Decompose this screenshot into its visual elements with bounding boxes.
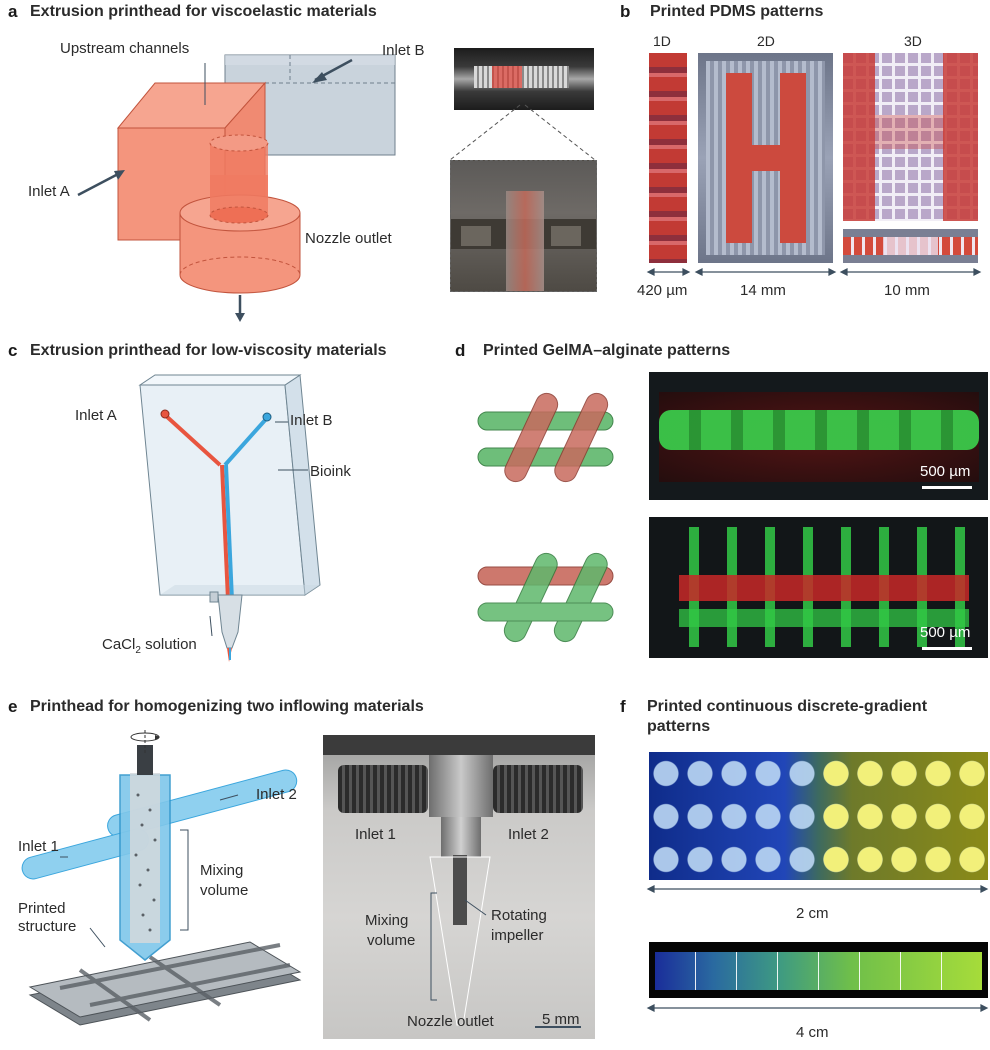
fiber-lattice-diagram-bottom	[477, 552, 614, 643]
scale-14mm: 14 mm	[740, 282, 786, 299]
label-inlet-b-c: Inlet B	[290, 412, 333, 429]
label-printed-diagram: Printed	[18, 900, 66, 917]
pdms-2d-photo	[698, 53, 833, 263]
panel-c-letter: c	[8, 341, 18, 360]
panel-b-title: Printed PDMS patterns	[650, 3, 824, 20]
panel-f-title-line1: Printed continuous discrete-gradient	[647, 698, 928, 715]
panel-a-letter: a	[8, 2, 18, 21]
printhead-photo	[454, 48, 594, 110]
panel-e-mixer-diagram	[21, 730, 302, 1026]
label-volume-diagram: volume	[200, 882, 249, 899]
nozzle-closeup-photo	[450, 160, 597, 292]
panel-a-title: Extrusion printhead for viscoelastic mat…	[30, 3, 377, 20]
gradient-photo-bottom	[649, 942, 988, 998]
label-2d: 2D	[757, 33, 775, 49]
label-inlet-2-diagram: Inlet 2	[256, 786, 297, 803]
label-impeller-photo: impeller	[491, 927, 544, 944]
panel-d-letter: d	[455, 341, 466, 360]
panel-c-title: Extrusion printhead for low-viscosity ma…	[30, 342, 387, 359]
pdms-3d-photo	[843, 53, 978, 221]
gelma-fluorescence-bottom	[649, 517, 988, 658]
label-inlet-1-photo: Inlet 1	[355, 826, 396, 843]
panel-d-title: Printed GelMA–alginate patterns	[483, 342, 731, 359]
solution-text: solution	[140, 636, 197, 653]
scale-bar-top	[922, 486, 972, 489]
label-inlet-2-photo: Inlet 2	[508, 826, 549, 843]
label-volume-photo: volume	[367, 932, 416, 949]
label-mixing-photo: Mixing	[365, 912, 409, 929]
label-3d: 3D	[904, 33, 922, 49]
scale-420um: 420 µm	[637, 282, 688, 299]
panel-e-title: Printhead for homogenizing two inflowing…	[30, 698, 424, 715]
label-1d: 1D	[653, 33, 671, 49]
scale-bar-bottom	[922, 647, 972, 650]
label-mixing-diagram: Mixing	[200, 862, 244, 879]
pdms-1d-photo	[649, 53, 687, 263]
scale-2cm: 2 cm	[796, 905, 829, 922]
mixer-photo	[323, 735, 595, 1039]
gradient-photo-top	[649, 752, 988, 880]
label-inlet-a-c: Inlet A	[75, 407, 117, 424]
panel-f-title-line2: patterns	[647, 718, 711, 735]
panel-f-letter: f	[620, 697, 626, 716]
label-structure-diagram: structure	[18, 918, 77, 935]
cacl2-subscript: 2	[135, 645, 141, 656]
label-cacl2-solution: CaCl2 solution	[102, 636, 197, 656]
panel-a-printhead-diagram	[77, 54, 396, 322]
label-nozzle-outlet-a: Nozzle outlet	[305, 230, 392, 247]
cacl2-text: CaCl	[102, 636, 136, 653]
panel-e-letter: e	[8, 697, 18, 716]
panel-c-chip-diagram	[138, 374, 321, 662]
label-inlet-b-a: Inlet B	[382, 42, 425, 59]
panel-f-scale-top	[646, 885, 989, 893]
scale-5mm: 5 mm	[542, 1011, 580, 1028]
panel-b-letter: b	[620, 2, 631, 21]
label-nozzle-outlet-photo: Nozzle outlet	[407, 1013, 494, 1030]
label-inlet-a-a: Inlet A	[28, 183, 70, 200]
panel-c-leaders	[209, 421, 308, 637]
fiber-lattice-diagram-top	[477, 392, 614, 483]
label-upstream-channels: Upstream channels	[60, 40, 190, 57]
panel-f-scale-bottom	[646, 1004, 989, 1012]
mixer-photo-overlay	[429, 856, 581, 1028]
pdms-3d-side-photo	[843, 229, 978, 263]
scale-4cm: 4 cm	[796, 1024, 829, 1041]
scale-500um-bottom: 500 µm	[920, 624, 971, 641]
zoom-lines	[449, 104, 596, 161]
label-rotating-photo: Rotating	[491, 907, 547, 924]
label-bioink: Bioink	[310, 463, 351, 480]
label-inlet-1-diagram: Inlet 1	[18, 838, 59, 855]
gelma-fluorescence-top	[649, 372, 988, 500]
scale-10mm: 10 mm	[884, 282, 930, 299]
panel-b-scale-arrows	[646, 268, 982, 276]
scale-500um-top: 500 µm	[920, 463, 971, 480]
